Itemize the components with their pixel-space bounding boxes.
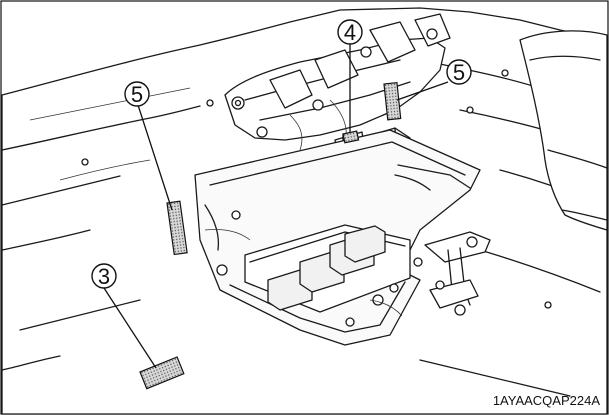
svg-text:4: 4 [344,20,356,45]
tray [194,129,481,346]
callout-3: 3 [91,263,117,289]
pedal-linkage [424,231,491,316]
leader-5-right [396,81,449,101]
floor-bolts [81,69,552,309]
pad-5-left [166,200,188,256]
svg-text:5: 5 [453,60,465,85]
pad-4 [342,130,360,144]
svg-text:5: 5 [131,82,143,107]
callout-4: 4 [337,19,363,45]
leader-3 [103,287,157,369]
svg-text:3: 3 [98,264,110,289]
pad-3 [139,356,185,390]
pad-5-right [383,81,402,121]
figure-code: 1AYAACQAP224A [493,393,601,408]
seat-support [519,30,608,231]
callout-5-left: 5 [124,81,150,107]
upper-bracket [224,13,451,151]
callout-5-right: 5 [446,59,472,85]
leader-5-left [137,104,173,211]
